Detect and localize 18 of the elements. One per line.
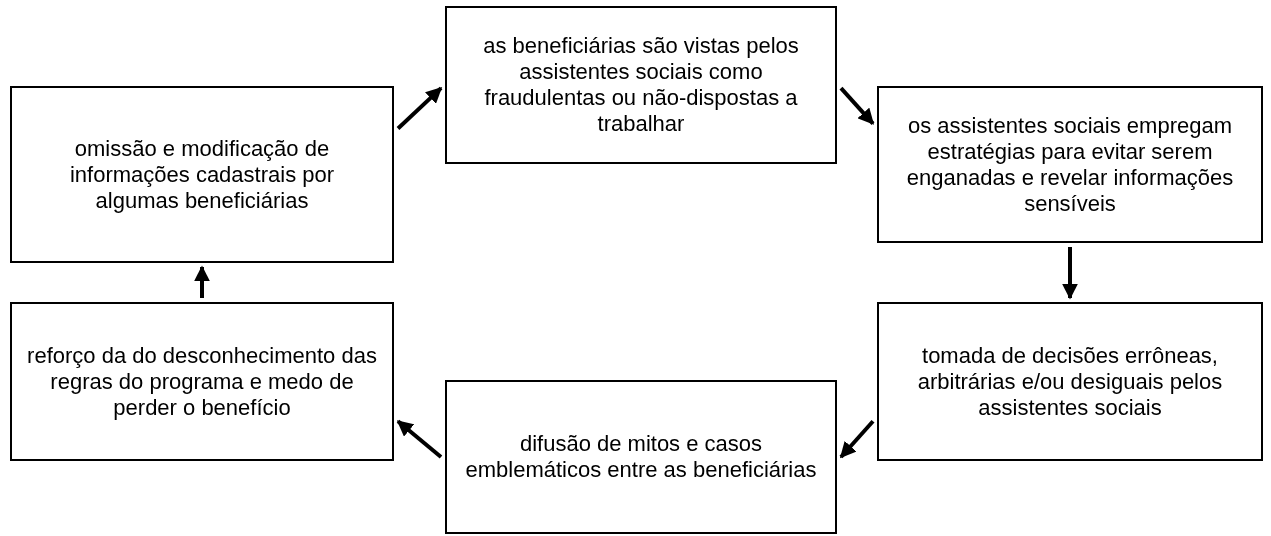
arrow [839, 419, 875, 459]
arrow [1062, 247, 1078, 300]
arrow [396, 419, 443, 459]
arrow [194, 265, 210, 298]
arrow [839, 86, 875, 125]
process-box [445, 6, 837, 164]
box-text: difusão de mitos e casos emblemáticos entre as beneficiárias [464, 431, 818, 483]
box-text: os assistentes sociais empregam estratégias para evitar serem enganadas e revelar informações sensíveis [905, 112, 1235, 217]
process-box [877, 86, 1263, 243]
box-text: tomada de decisões errôneas, arbitrárias e/ou desiguais pelos assistentes sociais [916, 342, 1224, 421]
box-text: omissão e modificação de informações cadastrais por algumas beneficiárias [68, 135, 336, 214]
process-box [10, 86, 394, 263]
process-box [877, 302, 1263, 461]
arrow [396, 86, 443, 130]
process-box [445, 380, 837, 534]
process-box [10, 302, 394, 461]
box-text: reforço da do desconhecimento das regras do programa e medo de perder o benefício [26, 342, 378, 421]
box-text: as beneficiárias são vistas pelos assistentes sociais como fraudulentas ou não-dispostas a trabalhar [482, 33, 800, 137]
